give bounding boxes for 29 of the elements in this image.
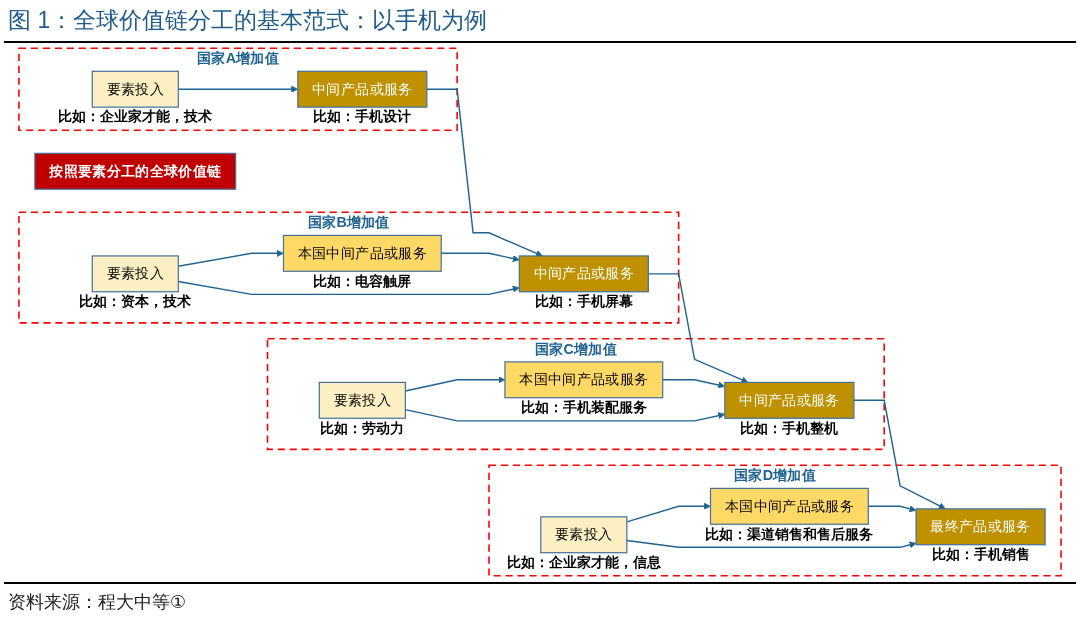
arrow	[626, 502, 711, 523]
arrow	[853, 399, 946, 510]
node-box: 中间产品或服务	[724, 381, 855, 419]
node-box: 要素投入	[91, 70, 179, 108]
node-note: 比如：渠道销售和售后服务	[705, 526, 874, 542]
node-note: 比如：手机销售	[931, 547, 1030, 563]
node-box: 本国中间产品或服务	[282, 234, 442, 272]
node-box: 本国中间产品或服务	[504, 361, 664, 399]
node-box: 中间产品或服务	[518, 255, 649, 293]
node-box: 中间产品或服务	[297, 70, 428, 108]
node-box: 要素投入	[91, 255, 179, 293]
node-note: 比如：手机设计	[313, 109, 412, 125]
node-note: 比如：资本，技术	[79, 294, 192, 310]
node-note: 比如：企业家才能，信息	[506, 555, 661, 571]
title: 图 1：全球价值链分工的基本范式：以手机为例	[8, 6, 488, 35]
node-note: 比如：企业家才能，技术	[58, 109, 213, 125]
node-note: 比如：劳动力	[320, 420, 405, 436]
node-box: 按照要素分工的全球价值链	[34, 152, 237, 190]
node-note: 比如：手机屏幕	[534, 294, 633, 310]
node-box: 要素投入	[540, 516, 628, 554]
node-box: 本国中间产品或服务	[709, 487, 869, 525]
arrow	[426, 88, 543, 257]
node-note: 比如：手机整机	[740, 420, 839, 436]
node-box: 最终产品或服务	[915, 508, 1046, 546]
node-note: 比如：电容触屏	[313, 273, 412, 289]
caption: 资料来源：程大中等①	[8, 591, 187, 614]
node-box: 要素投入	[318, 381, 406, 419]
arrow	[626, 539, 917, 549]
node-note: 比如：手机装配服务	[520, 400, 647, 416]
